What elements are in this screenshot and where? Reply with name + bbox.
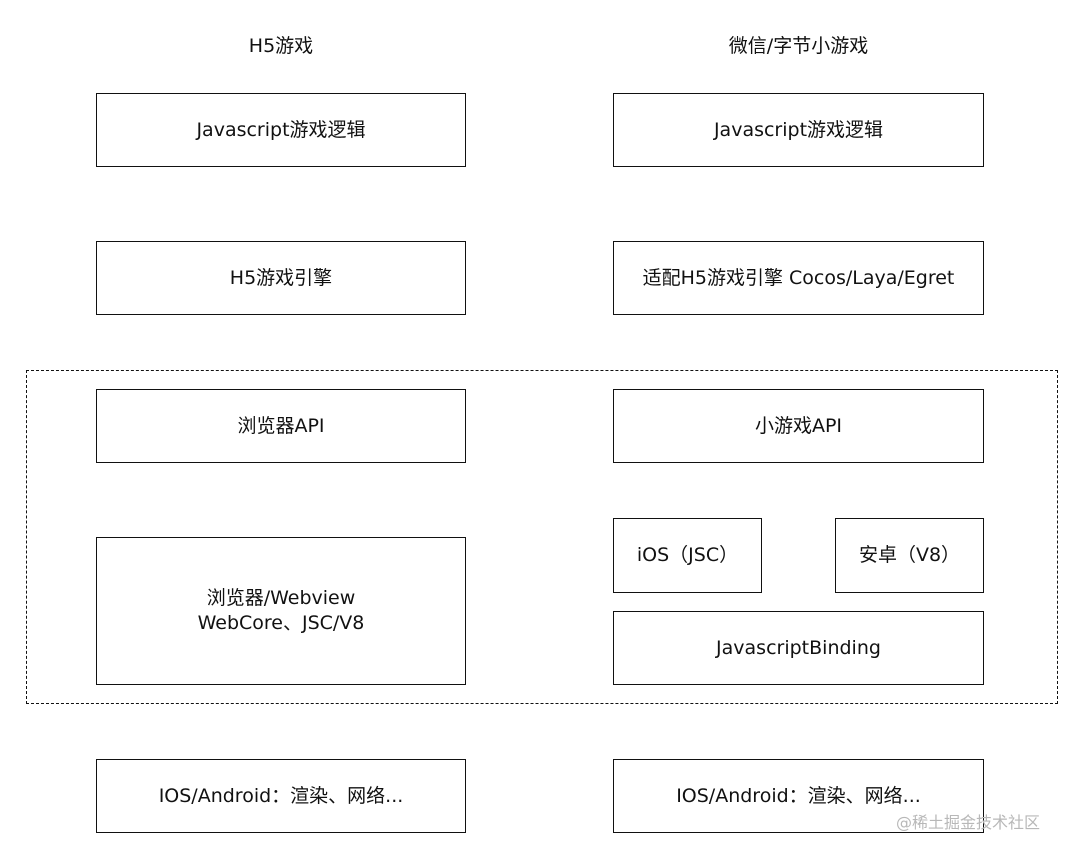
left-os-label: IOS/Android：渲染、网络... [158,784,404,807]
right-engine-label: 适配H5游戏引擎 Cocos/Laya/Egret [642,266,955,289]
runtime-group [26,370,1058,704]
source-watermark: @稀土掘金技术社区 [896,813,1041,832]
right-binding-label: JavascriptBinding [716,636,881,659]
left-engine-label: H5游戏引擎 [229,266,333,289]
left-logic-box: Javascript游戏逻辑 [96,93,466,167]
right-os-box: IOS/Android：渲染、网络... [613,759,984,833]
right-api-box: 小游戏API [613,389,984,463]
right-android-box: 安卓（V8） [835,518,984,593]
right-os-label: IOS/Android：渲染、网络... [676,784,921,807]
right-android-label: 安卓（V8） [858,544,961,566]
left-webview-line2: WebCore、JSC/V8 [197,612,365,634]
right-binding-box: JavascriptBinding [613,611,984,685]
right-column-title: 微信/字节小游戏 [728,35,869,57]
left-os-box: IOS/Android：渲染、网络... [96,759,466,833]
right-engine-box: 适配H5游戏引擎 Cocos/Laya/Egret [613,241,984,315]
left-api-label: 浏览器API [237,414,325,437]
left-webview-text: 浏览器/Webview WebCore、JSC/V8 [198,586,365,636]
right-api-label: 小游戏API [754,414,843,437]
left-engine-box: H5游戏引擎 [96,241,466,315]
right-ios-box: iOS（JSC） [613,518,762,593]
left-api-box: 浏览器API [96,389,466,463]
right-ios-label: iOS（JSC） [636,544,739,566]
right-logic-label: Javascript游戏逻辑 [713,118,884,141]
left-webview-box: 浏览器/Webview WebCore、JSC/V8 [96,537,466,685]
left-webview-line1: 浏览器/Webview [206,587,356,609]
left-logic-label: Javascript游戏逻辑 [196,118,366,141]
right-logic-box: Javascript游戏逻辑 [613,93,984,167]
left-column-title: H5游戏 [248,35,314,57]
